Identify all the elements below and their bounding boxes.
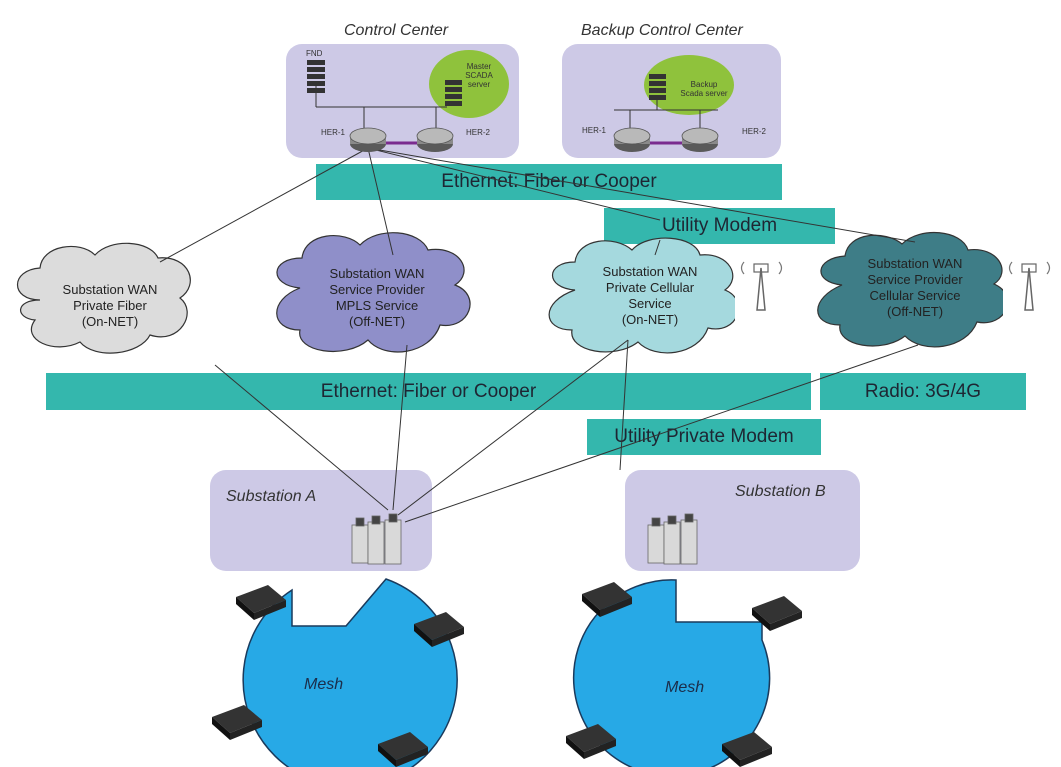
- mesh-node-icon: [212, 705, 262, 740]
- cloud-line: (On-NET): [81, 314, 139, 329]
- connection-lines: [159, 147, 919, 523]
- server-icon: [649, 74, 666, 100]
- utility-private-modem-bar: Utility Private Modem: [587, 419, 821, 455]
- backup-control-center-title: Backup Control Center: [581, 22, 743, 39]
- cloud-line: Service Provider: [867, 272, 963, 287]
- cloud-mpls-text: Substation WAN Service Provider MPLS Ser…: [307, 266, 447, 330]
- cloud-mpls: [276, 232, 471, 353]
- cloud-line: (Off-NET): [348, 314, 406, 329]
- server-icon: [445, 80, 462, 106]
- cloud-line: Substation WAN: [602, 264, 698, 279]
- cell-tower-icon: [1003, 258, 1055, 320]
- her2-label: HER-2: [466, 128, 491, 137]
- mesh-node-icon: [566, 724, 616, 759]
- cloud-line: Substation WAN: [62, 282, 158, 297]
- cloud-private-fiber-text: Substation WAN Private Fiber (On-NET): [50, 282, 170, 330]
- router-icon: [416, 127, 454, 152]
- her1-label: HER-1: [321, 128, 346, 137]
- mesh-node-icon: [378, 732, 428, 767]
- mesh-b-label: Mesh: [665, 679, 705, 696]
- router-icon: [349, 127, 387, 152]
- substation-switch-icon: [351, 513, 402, 565]
- cloud-private-fiber: [16, 242, 191, 354]
- server-icon: [307, 60, 325, 93]
- master-scada-label: Master SCADA server: [465, 62, 493, 89]
- router-icon: [681, 127, 719, 152]
- fnd-label: FND: [306, 49, 323, 58]
- substation-a-title: Substation A: [226, 488, 317, 505]
- cloud-line: MPLS Service: [335, 298, 419, 313]
- cell-tower-icon: [735, 258, 787, 320]
- router-icon: [613, 127, 651, 152]
- cloud-line: Substation WAN: [867, 256, 963, 271]
- mesh-node-icon: [236, 585, 286, 620]
- ethernet-mid-bar: Ethernet: Fiber or Cooper: [46, 373, 811, 410]
- mesh-node-icon: [722, 732, 772, 767]
- mesh-a-circle: [242, 578, 458, 767]
- backup-scada-blob: [644, 55, 734, 115]
- mesh-a-label: Mesh: [304, 676, 344, 693]
- backup-scada-label: Backup Scada server: [680, 80, 728, 98]
- mesh-node-icon: [414, 612, 464, 647]
- backup-her1-label: HER-1: [582, 126, 607, 135]
- control-center-title: Control Center: [344, 22, 449, 39]
- cloud-line: Substation WAN: [329, 266, 425, 281]
- cloud-line: (Off-NET): [886, 304, 944, 319]
- cloud-private-cellular: [548, 237, 740, 354]
- cloud-line: Private Fiber: [73, 298, 147, 313]
- cloud-line: Service Provider: [329, 282, 425, 297]
- mesh-node-icon: [582, 582, 632, 617]
- mesh-node-icon: [752, 596, 802, 631]
- ethernet-top-bar: Ethernet: Fiber or Cooper: [316, 164, 782, 200]
- cloud-line: Cellular Service: [869, 288, 961, 303]
- cloud-sp-cellular-text: Substation WAN Service Provider Cellular…: [850, 256, 980, 320]
- cloud-line: Service: [628, 296, 672, 311]
- cloud-sp-cellular: [817, 231, 1009, 348]
- cloud-line: Private Cellular: [605, 280, 695, 295]
- substation-switch-icon: [647, 513, 698, 565]
- radio-bar: Radio: 3G/4G: [820, 373, 1026, 410]
- backup-her2-label: HER-2: [742, 127, 767, 136]
- substation-b-title: Substation B: [735, 483, 826, 500]
- cloud-private-cellular-text: Substation WAN Private Cellular Service …: [580, 264, 720, 328]
- utility-modem-bar: Utility Modem: [604, 208, 835, 244]
- cloud-line: (On-NET): [621, 312, 679, 327]
